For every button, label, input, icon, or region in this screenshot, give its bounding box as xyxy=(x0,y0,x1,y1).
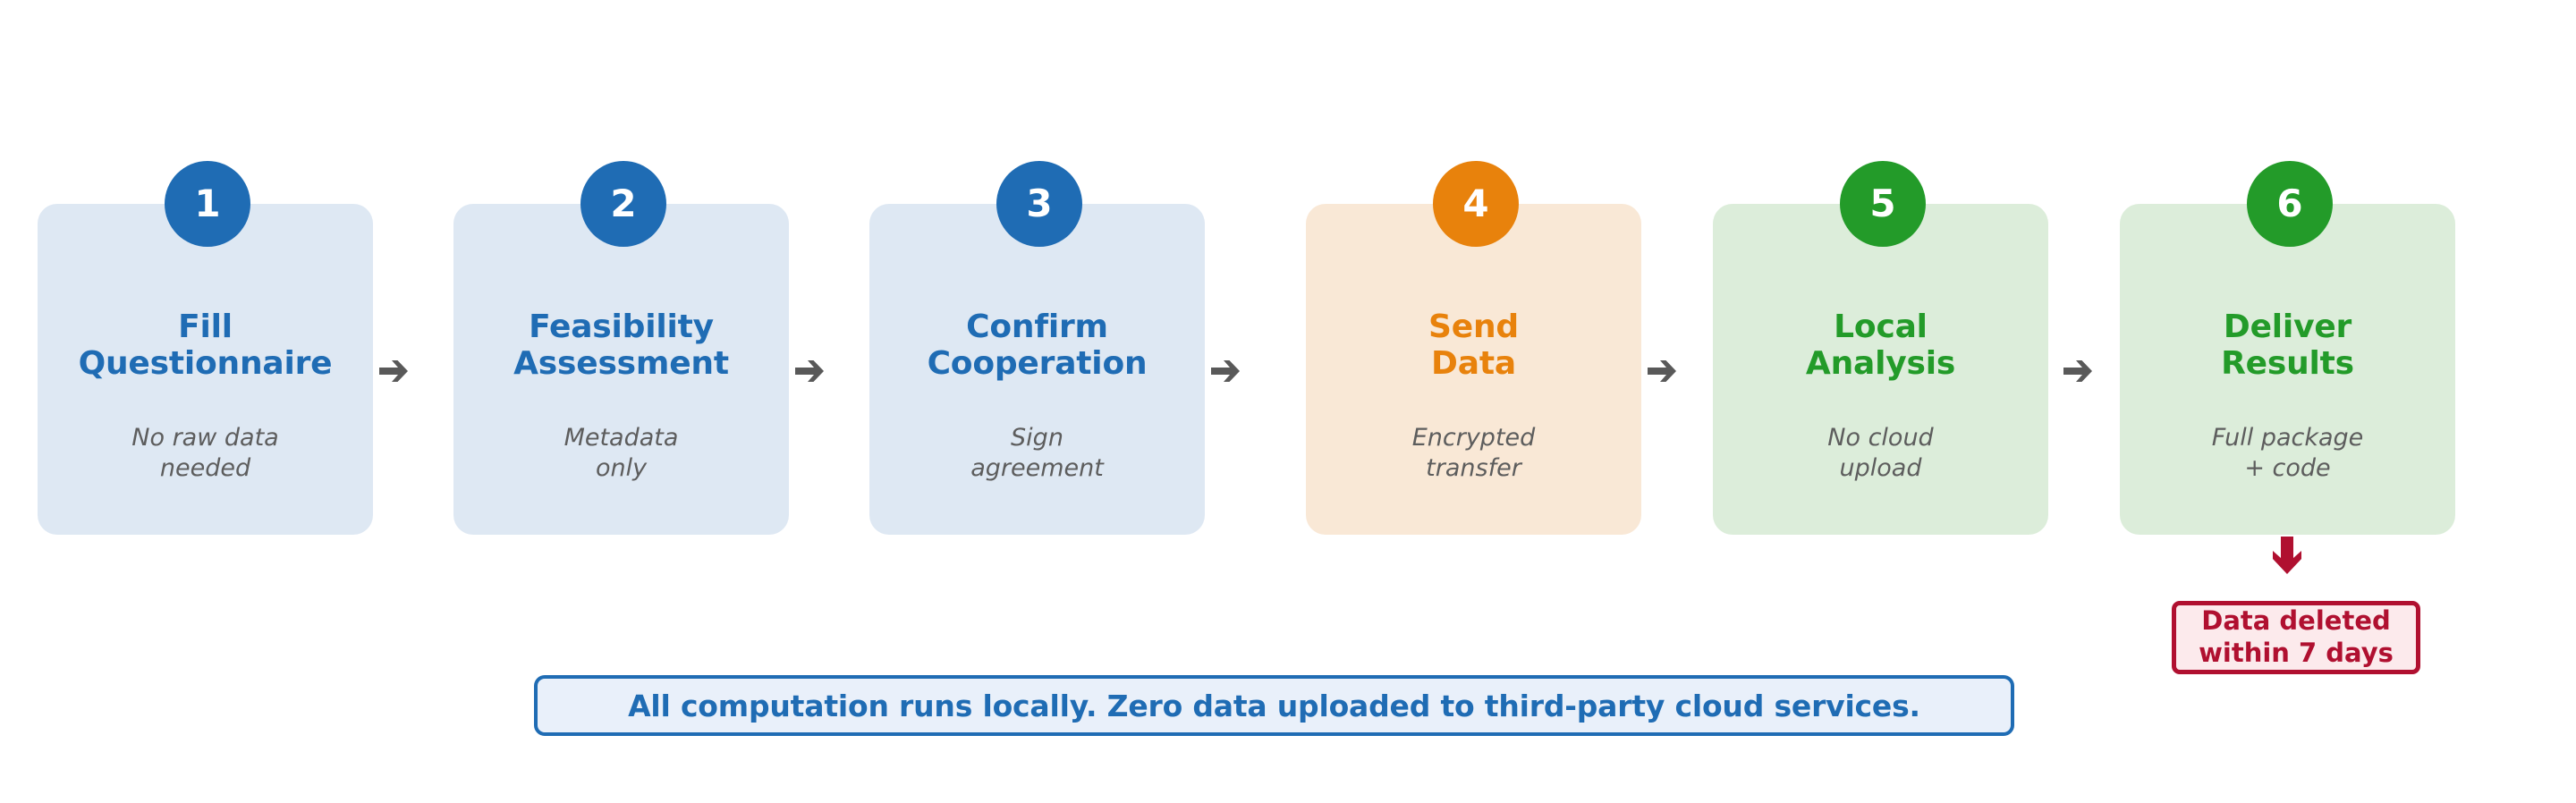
step-card-1[interactable]: Fill Questionnaire No raw data needed xyxy=(38,204,373,535)
step-title-3: Confirm Cooperation xyxy=(927,309,1148,382)
step-note-2: Metadata only xyxy=(564,424,679,483)
data-deletion-notice: Data deleted within 7 days xyxy=(2172,601,2420,674)
arrow-right-icon xyxy=(374,351,413,392)
step-badge-6: 6 xyxy=(2247,161,2333,247)
step-note-4: Encrypted transfer xyxy=(1411,424,1536,483)
step-card-3[interactable]: Confirm Cooperation Sign agreement xyxy=(869,204,1205,535)
step-card-6[interactable]: Deliver Results Full package + code xyxy=(2120,204,2455,535)
arrow-right-icon xyxy=(1206,351,1245,392)
arrow-right-icon xyxy=(1642,351,1682,392)
step-title-2: Feasibility Assessment xyxy=(513,309,729,382)
step-badge-1: 1 xyxy=(165,161,250,247)
step-badge-2: 2 xyxy=(580,161,666,247)
step-card-4[interactable]: Send Data Encrypted transfer xyxy=(1306,204,1641,535)
step-badge-3: 3 xyxy=(996,161,1082,247)
step-note-5: No cloud upload xyxy=(1827,424,1934,483)
step-note-3: Sign agreement xyxy=(970,424,1104,483)
step-title-4: Send Data xyxy=(1428,309,1519,382)
privacy-banner: All computation runs locally. Zero data … xyxy=(534,675,2014,736)
step-card-5[interactable]: Local Analysis No cloud upload xyxy=(1713,204,2048,535)
arrow-down-icon xyxy=(2263,535,2311,581)
step-title-1: Fill Questionnaire xyxy=(78,309,333,382)
step-note-1: No raw data needed xyxy=(131,424,279,483)
arrow-right-icon xyxy=(2058,351,2097,392)
step-title-5: Local Analysis xyxy=(1805,309,1956,382)
step-badge-4: 4 xyxy=(1433,161,1519,247)
step-note-6: Full package + code xyxy=(2211,424,2364,483)
step-badge-5: 5 xyxy=(1840,161,1926,247)
step-title-6: Deliver Results xyxy=(2221,309,2354,382)
arrow-right-icon xyxy=(790,351,829,392)
step-card-2[interactable]: Feasibility Assessment Metadata only xyxy=(453,204,789,535)
